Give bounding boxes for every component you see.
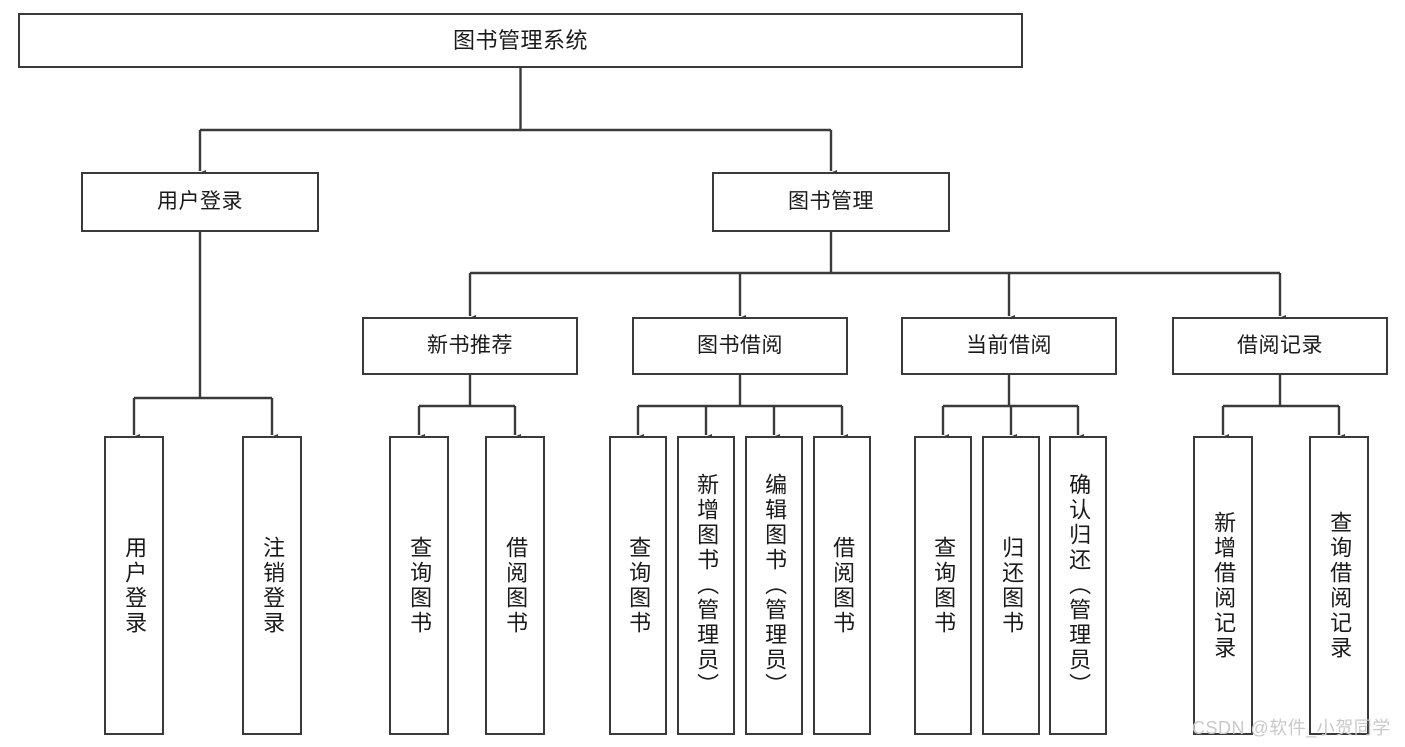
node-new-book[interactable]: 新书推荐 [362, 317, 578, 375]
node-label: 图书管理系统 [452, 27, 588, 53]
node-label: 借阅图书 [830, 535, 856, 636]
node-login-out[interactable]: 注销登录 [242, 436, 302, 735]
node-label: 查询图书 [407, 535, 433, 636]
node-label: 借阅图书 [503, 535, 529, 636]
node-label: 当前借阅 [966, 333, 1052, 357]
node-bb-edit[interactable]: 编辑图书（管理员） [745, 436, 803, 735]
node-br-query[interactable]: 查询借阅记录 [1309, 436, 1369, 735]
node-label: 归还图书 [999, 535, 1025, 636]
node-label: 注销登录 [260, 535, 286, 636]
node-br-add[interactable]: 新增借阅记录 [1193, 436, 1253, 735]
node-label: 新书推荐 [427, 333, 513, 357]
node-label: 新增借阅记录 [1211, 510, 1237, 661]
node-book-borrow[interactable]: 图书借阅 [632, 317, 848, 375]
node-cb-return[interactable]: 归还图书 [982, 436, 1040, 735]
node-label: 图书借阅 [697, 333, 783, 357]
node-current-borrow[interactable]: 当前借阅 [901, 317, 1117, 375]
node-label: 图书管理 [788, 189, 874, 213]
node-book-manage[interactable]: 图书管理 [712, 172, 950, 232]
node-label: 新增图书（管理员） [694, 473, 720, 698]
node-label: 借阅记录 [1237, 333, 1323, 357]
node-cb-confirm[interactable]: 确认归还（管理员） [1049, 436, 1107, 735]
node-login-in[interactable]: 用户登录 [104, 436, 164, 735]
node-nb-borrow[interactable]: 借阅图书 [485, 436, 545, 735]
node-label: 确认归还（管理员） [1066, 473, 1092, 698]
node-cb-query[interactable]: 查询图书 [914, 436, 972, 735]
node-label: 编辑图书（管理员） [762, 473, 788, 698]
node-nb-query[interactable]: 查询图书 [389, 436, 449, 735]
node-label: 用户登录 [122, 535, 148, 636]
node-label: 查询图书 [626, 535, 652, 636]
node-bb-query[interactable]: 查询图书 [609, 436, 667, 735]
node-root[interactable]: 图书管理系统 [18, 13, 1023, 68]
node-borrow-record[interactable]: 借阅记录 [1172, 317, 1388, 375]
node-label: 查询借阅记录 [1327, 510, 1353, 661]
node-label: 用户登录 [157, 189, 243, 213]
node-bb-borrow[interactable]: 借阅图书 [813, 436, 871, 735]
node-user-login[interactable]: 用户登录 [81, 172, 319, 232]
node-bb-add[interactable]: 新增图书（管理员） [677, 436, 735, 735]
node-label: 查询图书 [931, 535, 957, 636]
